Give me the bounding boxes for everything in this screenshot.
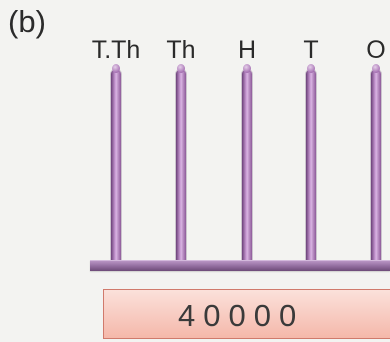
abacus-base: [90, 260, 390, 271]
place-label-ones: O: [366, 36, 386, 64]
place-label-hundreds: H: [237, 36, 257, 64]
place-label-thousands: Th: [166, 36, 196, 64]
panel-label: (b): [8, 4, 46, 39]
rod-thousands: [176, 64, 186, 260]
rod-ones: [371, 64, 381, 260]
rod-hundreds: [242, 64, 252, 260]
number-value: 40000: [178, 298, 305, 333]
rod-tens: [306, 64, 316, 260]
place-label-ten-thousands: T.Th: [91, 36, 141, 64]
number-box: 40000: [103, 289, 390, 339]
rod-ten-thousands: [111, 64, 121, 260]
place-label-tens: T: [303, 36, 319, 64]
